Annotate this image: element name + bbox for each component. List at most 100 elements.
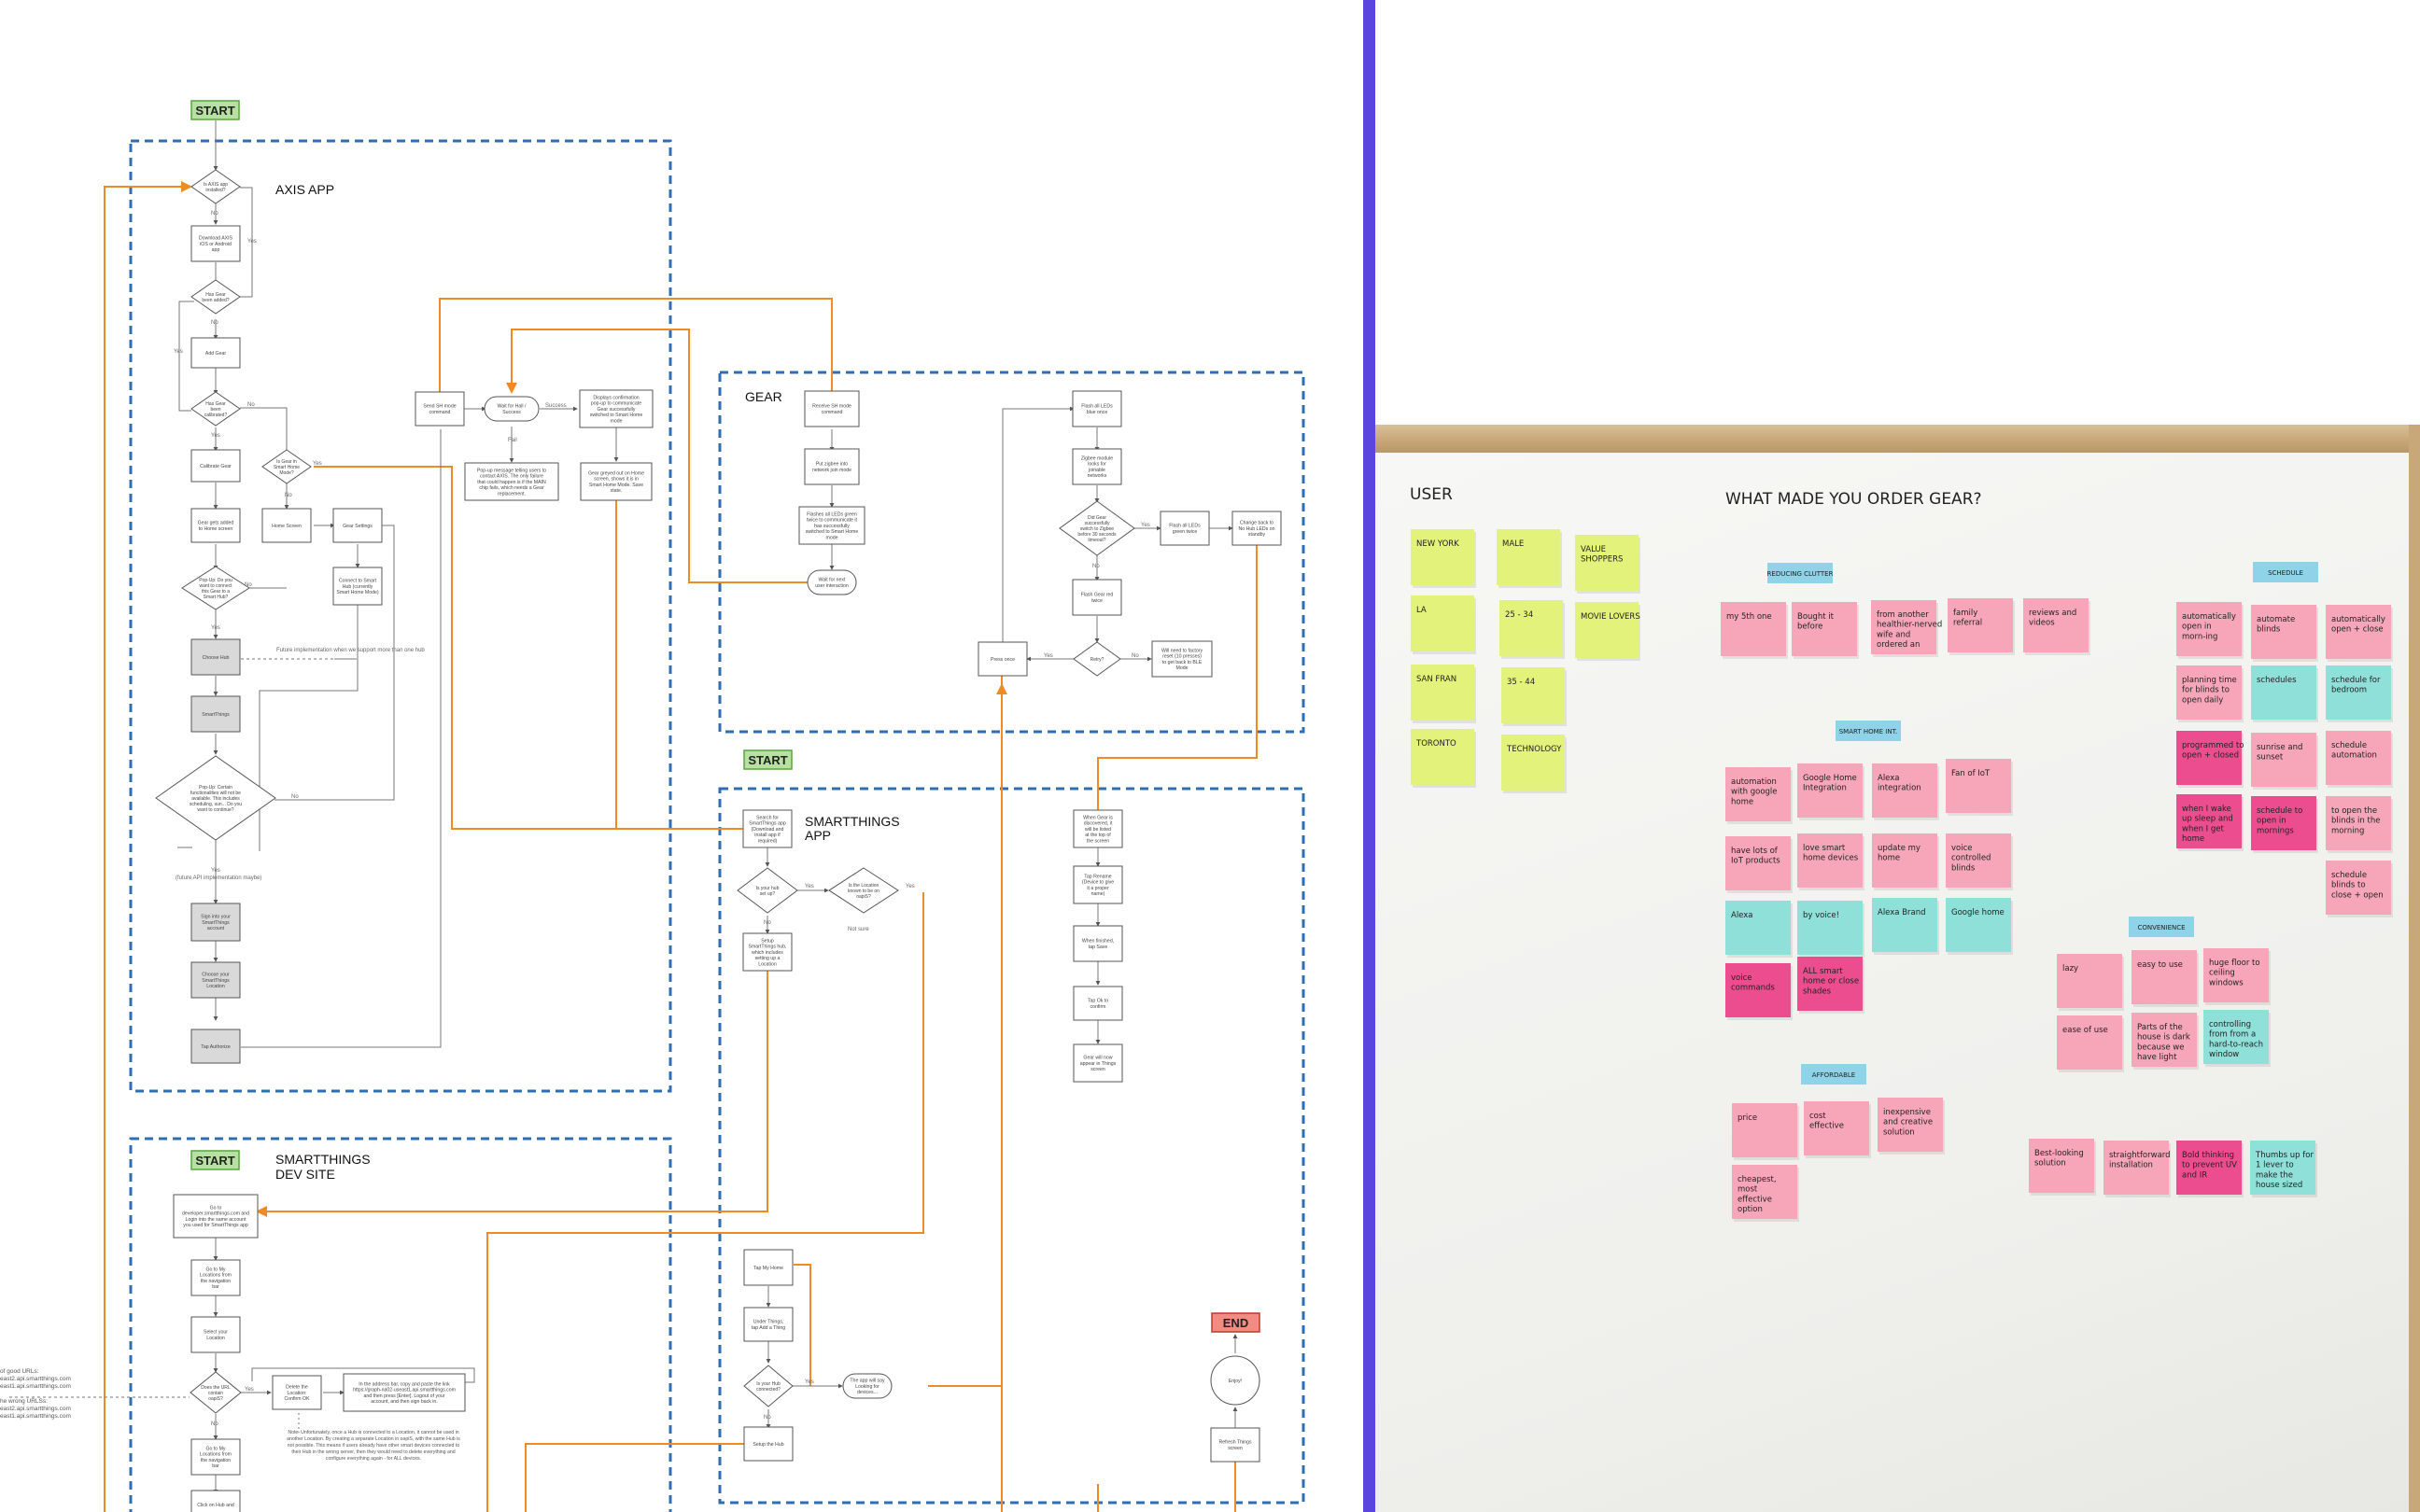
node-setup-hub: Setup the Hub	[743, 1426, 794, 1462]
cluster-label: REDUCING CLUTTER	[1767, 563, 1834, 583]
edge-label-yes: Yes	[313, 461, 322, 467]
cluster-label-text: REDUCING CLUTTER	[1767, 570, 1834, 578]
end-terminal: END	[1211, 1312, 1260, 1333]
node-label: Press once	[991, 657, 1015, 663]
left-note-line: of good URLs:	[0, 1368, 39, 1375]
sticky-note: MOVIE LOVERS	[1575, 602, 1640, 661]
start-terminal-smartthings: START	[743, 749, 793, 770]
edge-label-no: No	[211, 211, 218, 217]
sticky-note: TECHNOLOGY	[1501, 735, 1567, 793]
sticky-text: TORONTO	[1415, 739, 1456, 749]
edge-label-no: No	[291, 794, 299, 800]
edge-label-no: No	[211, 320, 218, 326]
sticky-text: SAN FRAN	[1416, 675, 1456, 684]
note-text: Note: Unfortunately, once a Hub is conne…	[287, 1430, 460, 1462]
node-retry: Retry?	[1073, 641, 1121, 677]
node-gear-settings: Gear Settings	[332, 508, 383, 543]
sticky-note: NEW YORK	[1411, 529, 1476, 588]
start-terminal-axis: START	[190, 100, 240, 120]
group-smartthings-dev-site	[129, 1137, 672, 1512]
sticky-note: LA	[1411, 595, 1476, 654]
node-home-screen: Home Screen	[261, 508, 312, 543]
edge-label-no: No	[1132, 653, 1139, 659]
sticky-note: MALE	[1497, 529, 1562, 588]
orange-connectors	[104, 181, 1258, 1512]
group-title-axis: AXIS APP	[275, 182, 334, 197]
cluster-label: CONVENIENCE	[2129, 917, 2194, 937]
future-implementation-note: Future implementation when we support mo…	[276, 648, 425, 653]
cluster-label: SCHEDULE	[2253, 562, 2318, 582]
node-label: Wait for Hall /Success	[498, 404, 527, 415]
node-tap-my-home: Tap My Home	[743, 1249, 794, 1286]
cluster-label: SMART HOME INT.	[1836, 721, 1901, 741]
cluster-label-text: CONVENIENCE	[2137, 924, 2185, 931]
node-label: Setup the Hub	[753, 1442, 783, 1448]
node-label: Tap My Home	[753, 1266, 783, 1271]
left-note-line: east1.api.smartthings.com	[0, 1413, 71, 1420]
sticky-note: lazy	[2057, 954, 2124, 1011]
sticky-note: ease of use	[2057, 1015, 2124, 1072]
edge-label-yes: Yes	[211, 868, 220, 874]
sticky-text: Alexa Brand	[1878, 908, 1926, 917]
sticky-text: lazy	[2062, 964, 2078, 973]
edge-label-no: No	[247, 402, 255, 408]
node-enjoy: Enjoy!	[1210, 1355, 1260, 1406]
node-label: Click on Hub and	[197, 1503, 234, 1508]
group-title-gear: GEAR	[745, 389, 782, 404]
edge-label-no: No	[245, 582, 252, 588]
sticky-text: MALE	[1502, 539, 1524, 549]
edge-label-yes: Yes	[211, 433, 220, 439]
sticky-text: by voice!	[1803, 911, 1839, 920]
sticky-text: LA	[1416, 606, 1427, 615]
